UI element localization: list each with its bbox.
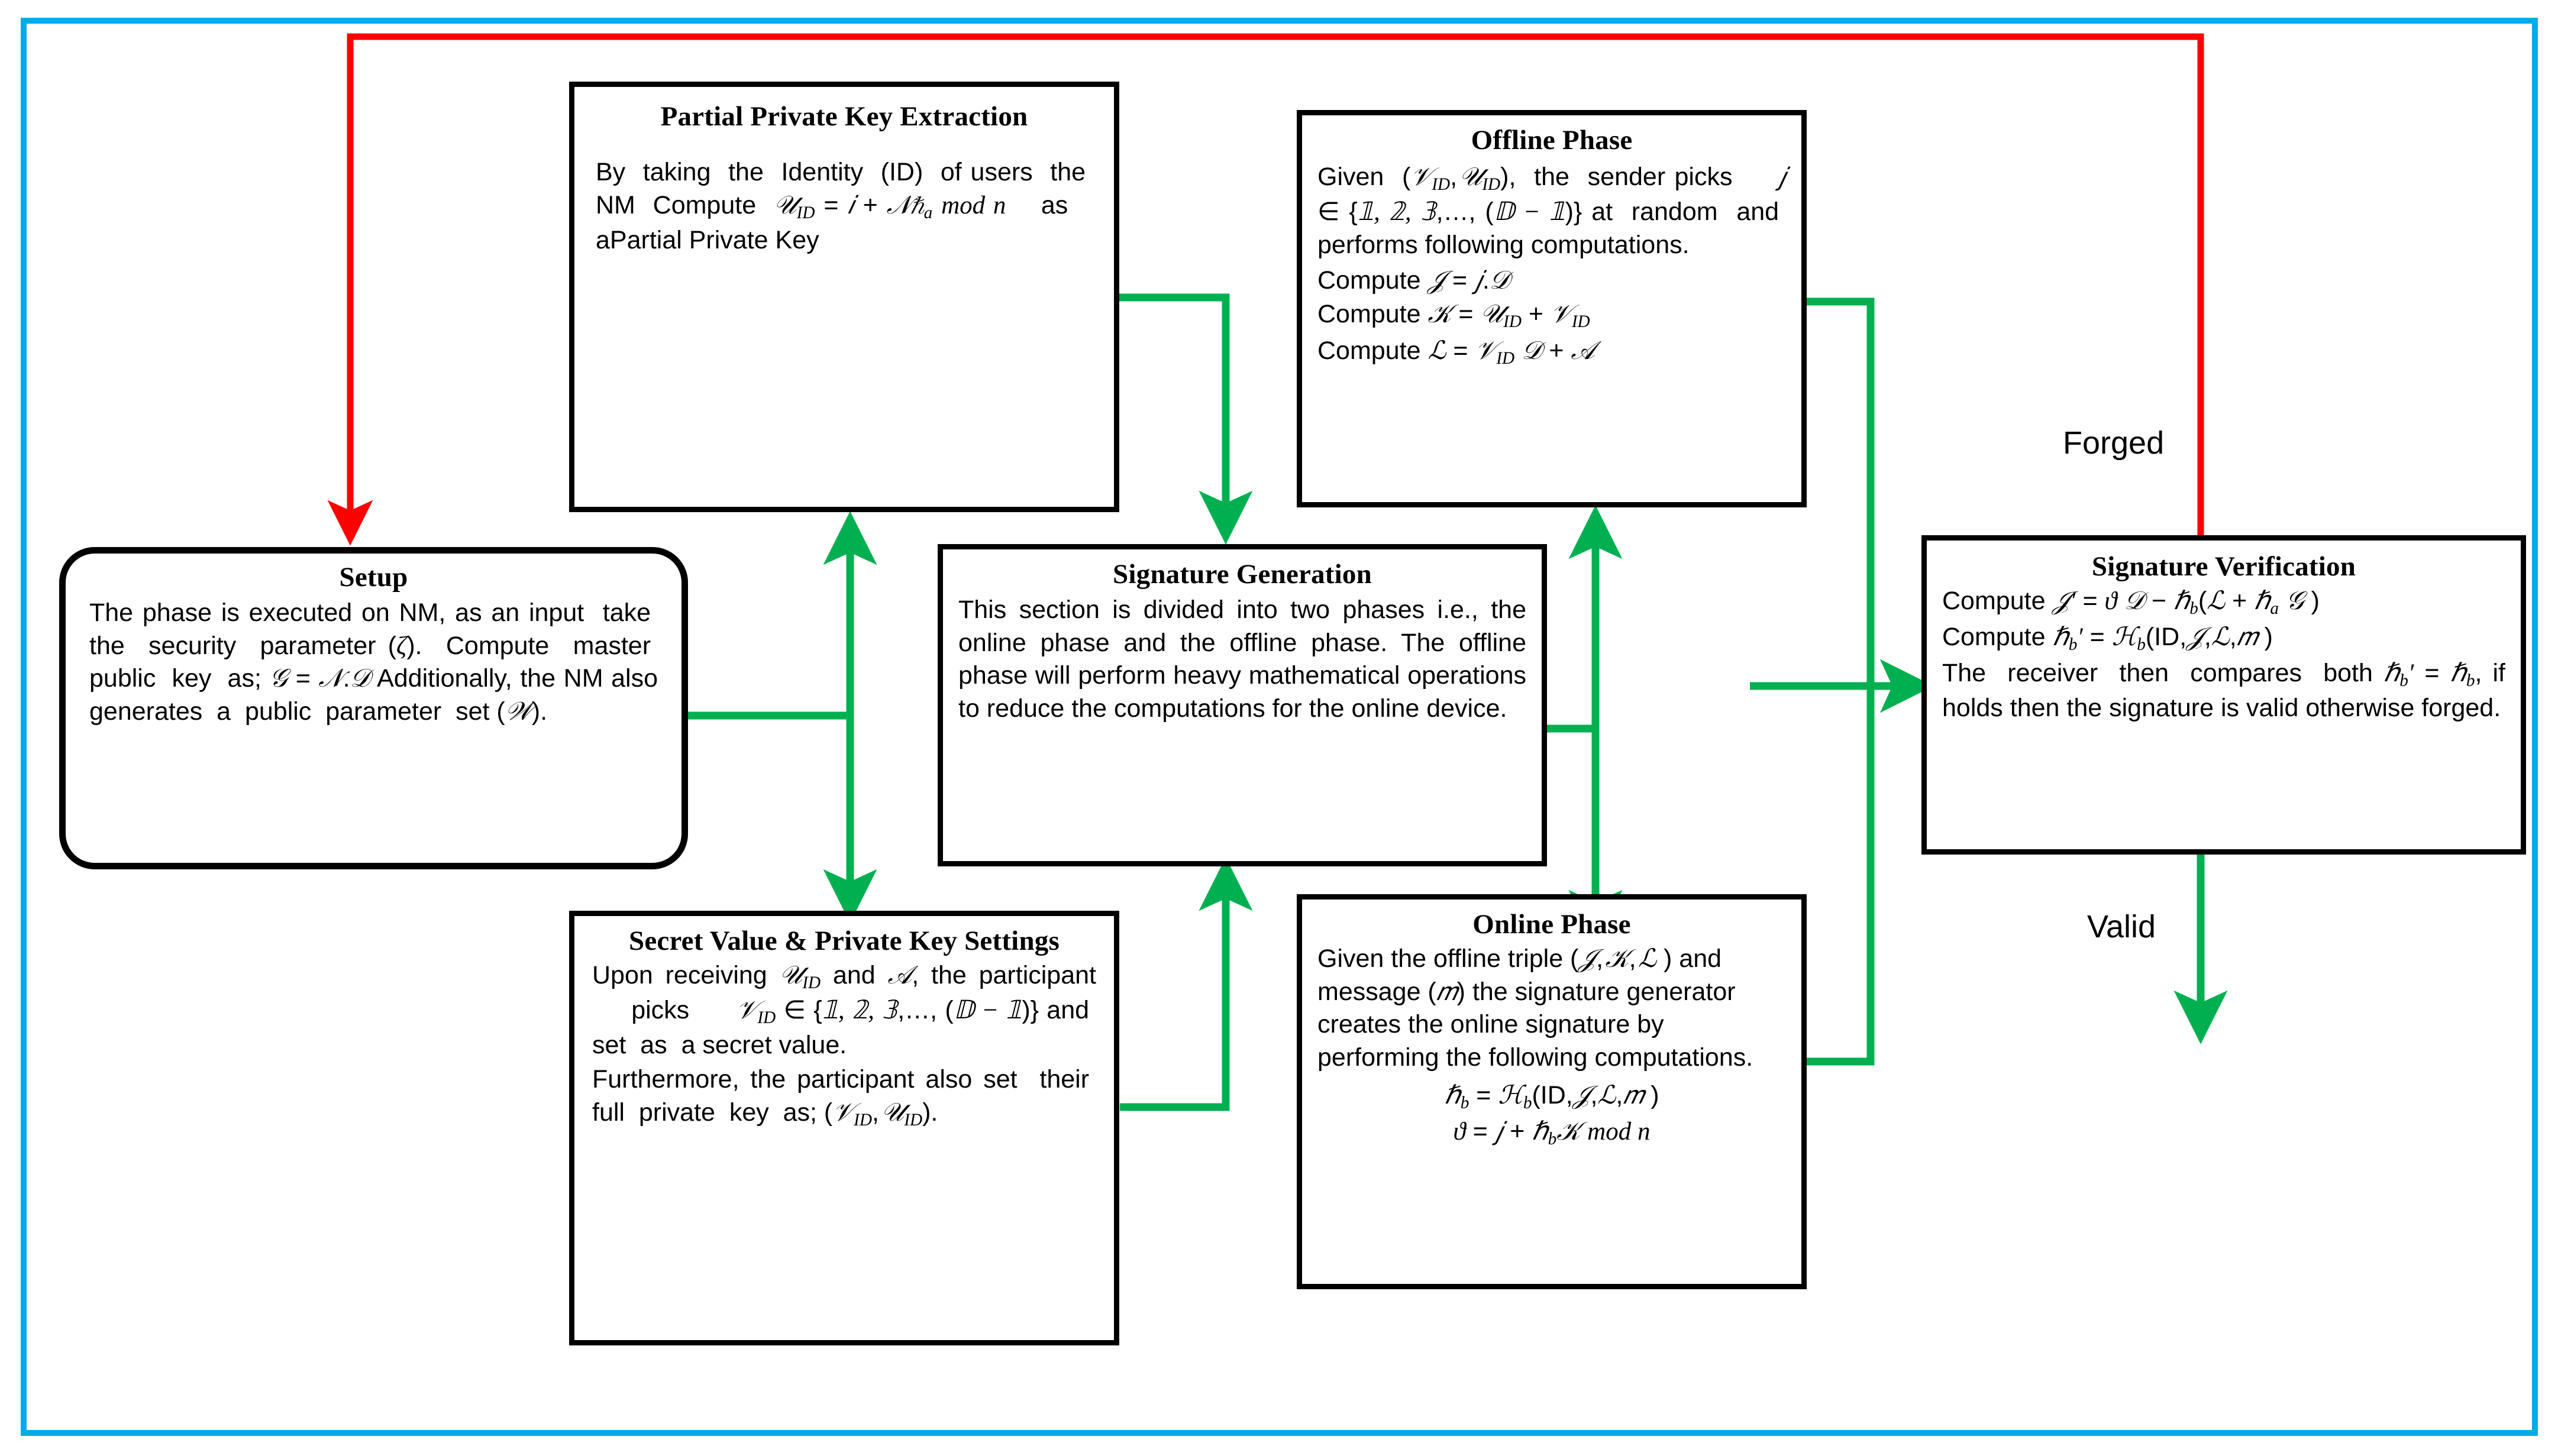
box-title-setup: Setup xyxy=(339,562,408,593)
box-body-partial-private-key: By taking the Identity (ID) of users the… xyxy=(596,157,1093,254)
box-body-secret-value-1: Upon receiving 𝒰ID and 𝒜, the participan… xyxy=(592,960,1096,1059)
box-partial-private-key-extraction: Partial Private Key Extraction By taking… xyxy=(569,82,1119,512)
box-eq-verify-2: Compute ℏb′ = ℋb(ID,𝒥,ℒ,𝑚 ) xyxy=(1942,622,2273,654)
box-body-setup: The phase is executed on NM, as an input… xyxy=(89,598,658,726)
box-eq-offline-3: Compute ℒ = 𝒱ID 𝒟 + 𝒜 xyxy=(1317,336,1595,368)
box-signature-generation: Signature Generation This section is div… xyxy=(938,544,1547,866)
box-title-signature-verification: Signature Verification xyxy=(2091,551,2356,582)
box-offline-phase: Offline Phase Given (𝒱ID, 𝒰ID), the send… xyxy=(1297,110,1807,507)
box-eq-verify-1: Compute 𝒥′ = ϑ 𝒟 − ℏb(ℒ + ℏa 𝒢 ) xyxy=(1942,586,2320,618)
box-title-offline-phase: Offline Phase xyxy=(1471,125,1633,156)
box-title-online-phase: Online Phase xyxy=(1472,909,1631,940)
label-forged: Forged xyxy=(2063,425,2165,461)
box-body-offline-phase: Given (𝒱ID, 𝒰ID), the sender picks 𝑗 ∈ {… xyxy=(1317,162,1787,259)
box-eq-online-2: ϑ = 𝑗 + ℏb𝒦 mod n xyxy=(1453,1117,1651,1149)
box-body-online-phase: Given the offline triple (𝒥, 𝒦, ℒ ) and … xyxy=(1317,944,1753,1072)
box-signature-verification: Signature Verification Compute 𝒥′ = ϑ 𝒟 … xyxy=(1921,535,2526,855)
box-secret-value-private-key: Secret Value & Private Key Settings Upon… xyxy=(569,911,1119,1345)
box-online-phase: Online Phase Given the offline triple (𝒥… xyxy=(1297,894,1807,1289)
outer-frame xyxy=(21,18,2538,1436)
box-body-signature-generation: This section is divided into two phases … xyxy=(958,595,1526,723)
box-setup: Setup The phase is executed on NM, as an… xyxy=(59,547,688,869)
box-body-secret-value-2: Furthermore, the participant also set th… xyxy=(592,1065,1096,1130)
box-eq-online-1: ℏb = ℋb(ID,𝒥,ℒ,𝑚 ) xyxy=(1444,1081,1659,1113)
box-title-partial-private-key: Partial Private Key Extraction xyxy=(660,101,1028,132)
box-body-signature-verification: The receiver then compares both ℏb′ = ℏb… xyxy=(1942,658,2505,723)
label-valid: Valid xyxy=(2087,909,2156,944)
box-title-secret-value: Secret Value & Private Key Settings xyxy=(629,926,1060,956)
box-eq-offline-1: Compute 𝒥 = 𝑗.𝒟 xyxy=(1317,266,1510,295)
box-title-signature-generation: Signature Generation xyxy=(1113,559,1372,590)
box-eq-offline-2: Compute 𝒦 = 𝒰ID + 𝒱ID xyxy=(1317,300,1590,332)
